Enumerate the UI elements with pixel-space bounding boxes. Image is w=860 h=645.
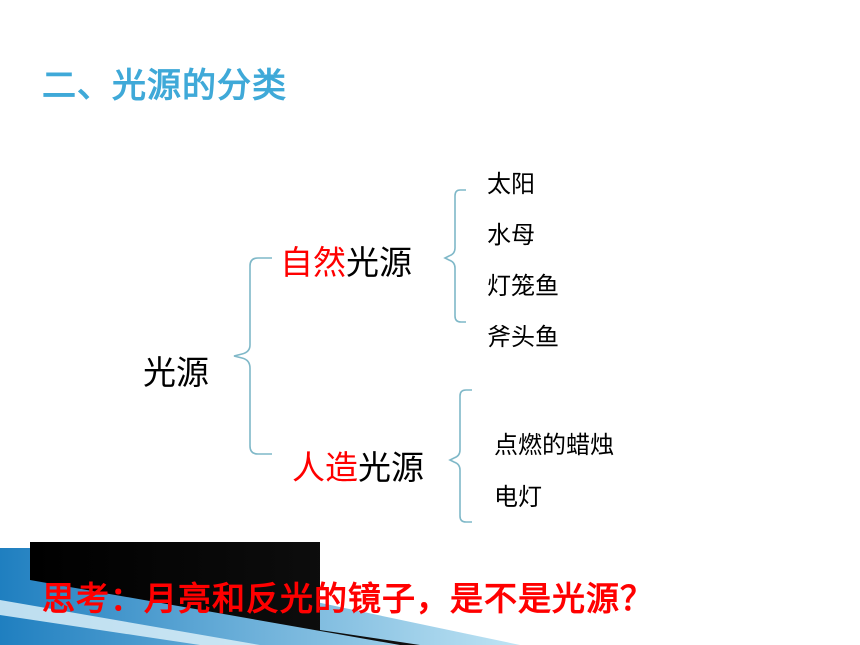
natural-suffix: 光源: [346, 243, 412, 282]
natural-source-label: 自然光源: [280, 236, 412, 284]
black-band: [30, 542, 420, 645]
think-question: 思考：月亮和反光的镜子，是不是光源？: [42, 579, 654, 618]
root-label: 光源: [143, 353, 209, 392]
decorative-banner: [0, 542, 520, 645]
natural-item: 水母: [487, 221, 535, 249]
natural-item: 斧头鱼: [487, 323, 559, 351]
light-stripe: [0, 600, 260, 645]
natural-item: 太阳: [487, 170, 535, 198]
natural-bracket: [443, 189, 466, 323]
main-bracket: [233, 257, 272, 455]
natural-prefix: 自然: [280, 243, 346, 282]
artificial-item: 电灯: [494, 483, 542, 511]
slide-title: 二、光源的分类: [42, 66, 287, 106]
artificial-source-label: 人造光源: [292, 441, 424, 489]
artificial-prefix: 人造: [292, 448, 358, 487]
artificial-suffix: 光源: [358, 448, 424, 487]
natural-item: 灯笼鱼: [487, 272, 559, 300]
artificial-bracket: [448, 389, 472, 523]
artificial-item: 点燃的蜡烛: [494, 431, 614, 459]
